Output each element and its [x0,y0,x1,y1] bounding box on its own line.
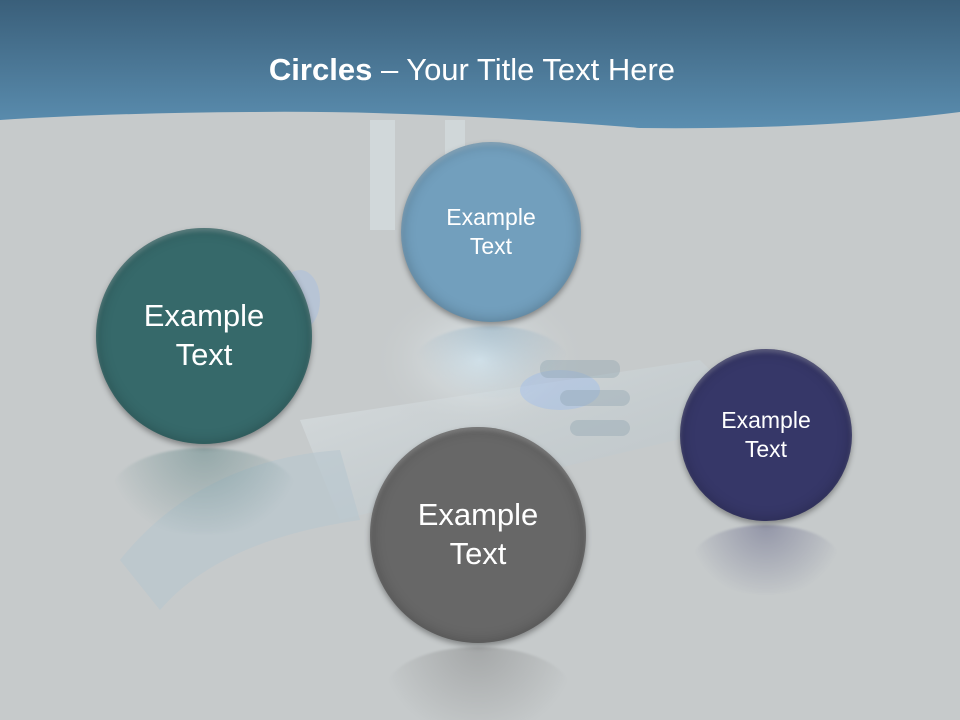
circle-navy[interactable]: Example Text [680,349,852,521]
header-banner [0,0,960,129]
circle-reflection-gray [386,647,570,720]
circle-reflection-teal [112,448,296,535]
circle-label: Example Text [143,298,265,372]
circle-label: Example Text [446,204,536,259]
title-rest: – Your Title Text Here [372,52,676,87]
circle-teal[interactable]: Example Text [96,228,312,444]
title-bold: Circles [268,52,373,87]
circle-reflection-navy [692,525,840,594]
slide-title: Circles – Your Title Text Here [0,52,944,88]
circle-label: Example Text [417,497,539,571]
circle-gray[interactable]: Example Text [370,427,586,643]
circle-label: Example Text [721,407,811,462]
circle-light-blue[interactable]: Example Text [401,142,581,322]
circle-reflection-light-blue [414,326,568,398]
